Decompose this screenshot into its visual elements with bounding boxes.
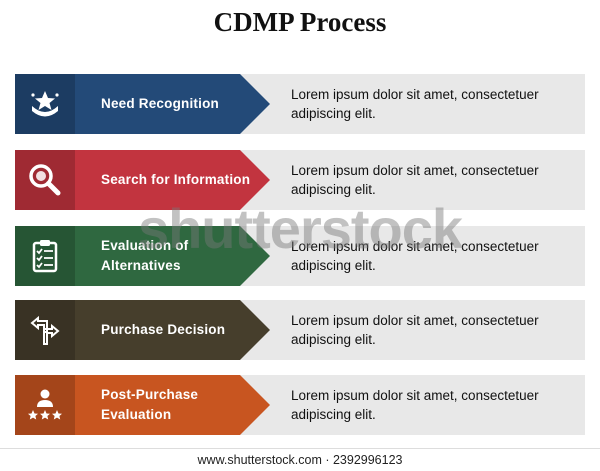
watermark: shutterstock	[137, 197, 463, 260]
step-description: Lorem ipsum dolor sit amet, consectetuer…	[291, 313, 539, 347]
step-arrow: Need Recognition	[15, 74, 270, 134]
step-arrow: Search for Information	[15, 150, 270, 210]
step-search-for-information: Search for Information Lorem ipsum dolor…	[15, 150, 585, 210]
step-label: Need Recognition	[101, 96, 219, 111]
page-title: CDMP Process	[213, 7, 387, 37]
clipboard-checklist-icon	[15, 226, 75, 286]
step-arrow: Purchase Decision	[15, 300, 270, 360]
step-description: Lorem ipsum dolor sit amet, consectetuer…	[291, 87, 539, 121]
step-label: Evaluation of Alternatives	[101, 238, 189, 273]
step-evaluation-of-alternatives: Evaluation of Alternatives Lorem ipsum d…	[15, 226, 585, 286]
step-arrow: Evaluation of Alternatives	[15, 226, 270, 286]
step-arrow: Post-Purchase Evaluation	[15, 375, 270, 435]
magnifier-icon	[15, 150, 75, 210]
step-label: Post-Purchase Evaluation	[101, 387, 199, 422]
star-badge-icon	[15, 74, 75, 134]
step-label: Search for Information	[101, 172, 251, 187]
step-purchase-decision: Purchase Decision Lorem ipsum dolor sit …	[15, 300, 585, 360]
step-need-recognition: Need Recognition Lorem ipsum dolor sit a…	[15, 74, 585, 134]
person-rating-icon	[15, 375, 75, 435]
step-post-purchase-evaluation: Post-Purchase Evaluation Lorem ipsum dol…	[15, 375, 585, 435]
step-description: Lorem ipsum dolor sit amet, consectetuer…	[291, 163, 539, 197]
step-label: Purchase Decision	[101, 322, 226, 337]
footer-credit: www.shutterstock.com · 2392996123	[0, 448, 600, 471]
step-description: Lorem ipsum dolor sit amet, consectetuer…	[291, 239, 539, 273]
direction-sign-icon	[15, 300, 75, 360]
step-description: Lorem ipsum dolor sit amet, consectetuer…	[291, 388, 539, 422]
